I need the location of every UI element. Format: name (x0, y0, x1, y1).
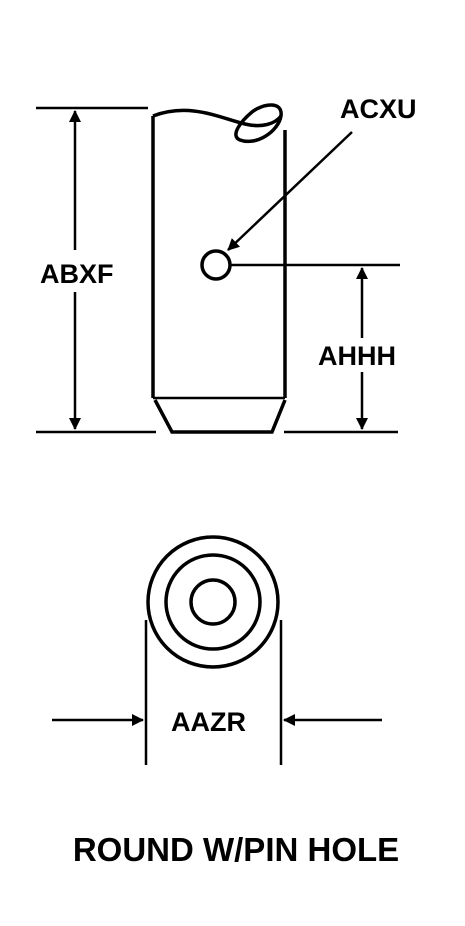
side-view: ABXF ACXU AHHH (36, 94, 417, 434)
outer-diameter-circle (146, 535, 280, 669)
pin-hole-leader-arrow (227, 131, 353, 251)
pin-hole-circle (189, 578, 237, 626)
break-line-back (234, 103, 283, 144)
drawing-caption: ROUND W/PIN HOLE (73, 831, 399, 868)
middle-circle (164, 553, 262, 651)
end-view: AAZR (52, 535, 382, 765)
part-body (151, 103, 287, 434)
hole-height-label: AHHH (318, 341, 396, 371)
break-line-front (152, 108, 283, 128)
chamfer (153, 399, 287, 434)
pin-hole (200, 249, 232, 281)
overall-length-label: ABXF (40, 259, 114, 289)
diameter-label: AAZR (171, 707, 246, 737)
pin-hole-label: ACXU (340, 94, 417, 124)
